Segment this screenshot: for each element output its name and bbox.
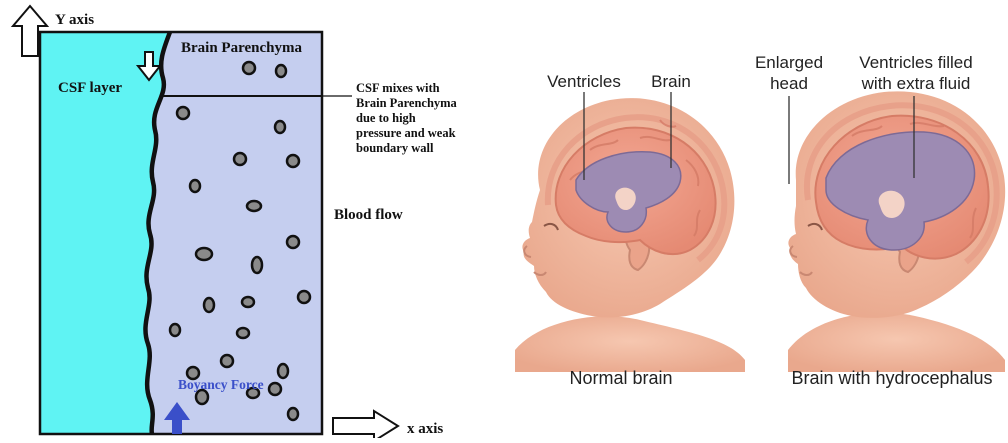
particle (287, 155, 299, 167)
normal-brain-caption: Normal brain (569, 368, 672, 388)
note-line: pressure and weak (356, 126, 456, 140)
particle (221, 355, 233, 367)
brain-label: Brain (651, 72, 691, 91)
note-line: due to high (356, 111, 416, 125)
normal-brain-illustration (515, 98, 745, 372)
ventricles-label: Ventricles (547, 72, 621, 91)
csf-layer-label: CSF layer (58, 80, 122, 96)
particle (237, 328, 249, 338)
infant-body (788, 313, 1005, 372)
csf-mix-note: CSF mixes with Brain Parenchyma due to h… (356, 81, 458, 155)
particle (247, 201, 261, 211)
brain-parenchyma-label: Brain Parenchyma (181, 40, 302, 56)
particle (190, 180, 200, 192)
note-line: boundary wall (356, 141, 434, 155)
particle (196, 390, 208, 404)
particle (276, 65, 286, 77)
extra-fluid-label-line1: Ventricles filled (859, 53, 972, 72)
infant-body (515, 316, 745, 372)
particle (278, 364, 288, 378)
x-axis-arrow-icon (333, 411, 398, 438)
particle (196, 248, 212, 260)
x-axis-label: x axis (407, 421, 443, 437)
hydrocephalus-illustration (788, 91, 1005, 372)
enlarged-head-label-line2: head (770, 74, 808, 93)
note-line: Brain Parenchyma (356, 96, 458, 110)
particle (275, 121, 285, 133)
particle (298, 291, 310, 303)
note-line: CSF mixes with (356, 81, 440, 95)
csf-schematic: Y axis x axis CSF layer Brain Parenchyma… (13, 6, 458, 438)
particle (288, 408, 298, 420)
particle (252, 257, 262, 273)
blood-flow-label: Blood flow (334, 207, 403, 223)
particle (234, 153, 246, 165)
extra-fluid-label-line2: with extra fluid (861, 74, 971, 93)
particle (204, 298, 214, 312)
particle (177, 107, 189, 119)
hydrocephalus-caption: Brain with hydrocephalus (791, 368, 992, 388)
particle (269, 383, 281, 395)
y-axis-label: Y axis (55, 12, 94, 28)
enlarged-head-label-line1: Enlarged (755, 53, 823, 72)
particle (242, 297, 254, 307)
particle (287, 236, 299, 248)
particle (170, 324, 180, 336)
particle (243, 62, 255, 74)
buoyancy-label: Boyancy Force (178, 377, 264, 392)
